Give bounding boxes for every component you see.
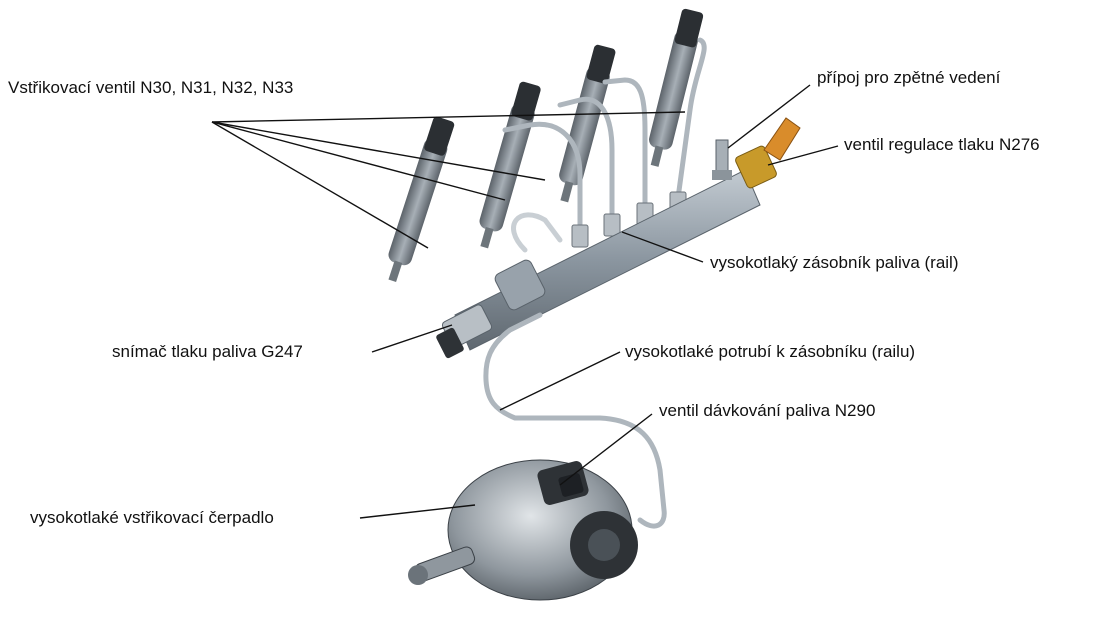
leader-hp-line xyxy=(500,352,620,410)
pressure-sensor xyxy=(435,304,493,360)
label-hp-pump: vysokotlaké vstřikovací čerpadlo xyxy=(30,508,274,528)
injector-1 xyxy=(386,116,455,282)
label-rail: vysokotlaký zásobník paliva (rail) xyxy=(710,253,958,273)
pressure-valve xyxy=(734,118,800,189)
label-pressure-valve: ventil regulace tlaku N276 xyxy=(844,135,1040,155)
label-injectors: Vstřikovací ventil N30, N31, N32, N33 xyxy=(8,78,293,98)
label-metering-valve: ventil dávkování paliva N290 xyxy=(659,401,875,421)
label-pressure-sensor: snímač tlaku paliva G247 xyxy=(112,342,303,362)
label-hp-line: vysokotlaké potrubí k zásobníku (railu) xyxy=(625,342,915,362)
hp-pump xyxy=(408,460,638,600)
return-connection-fitting xyxy=(712,140,732,180)
leader-injector-2 xyxy=(212,122,505,200)
leader-return xyxy=(728,85,810,148)
injector-2 xyxy=(478,81,542,249)
label-return-connection: přípoj pro zpětné vedení xyxy=(817,68,1000,88)
leader-metering xyxy=(560,414,652,485)
